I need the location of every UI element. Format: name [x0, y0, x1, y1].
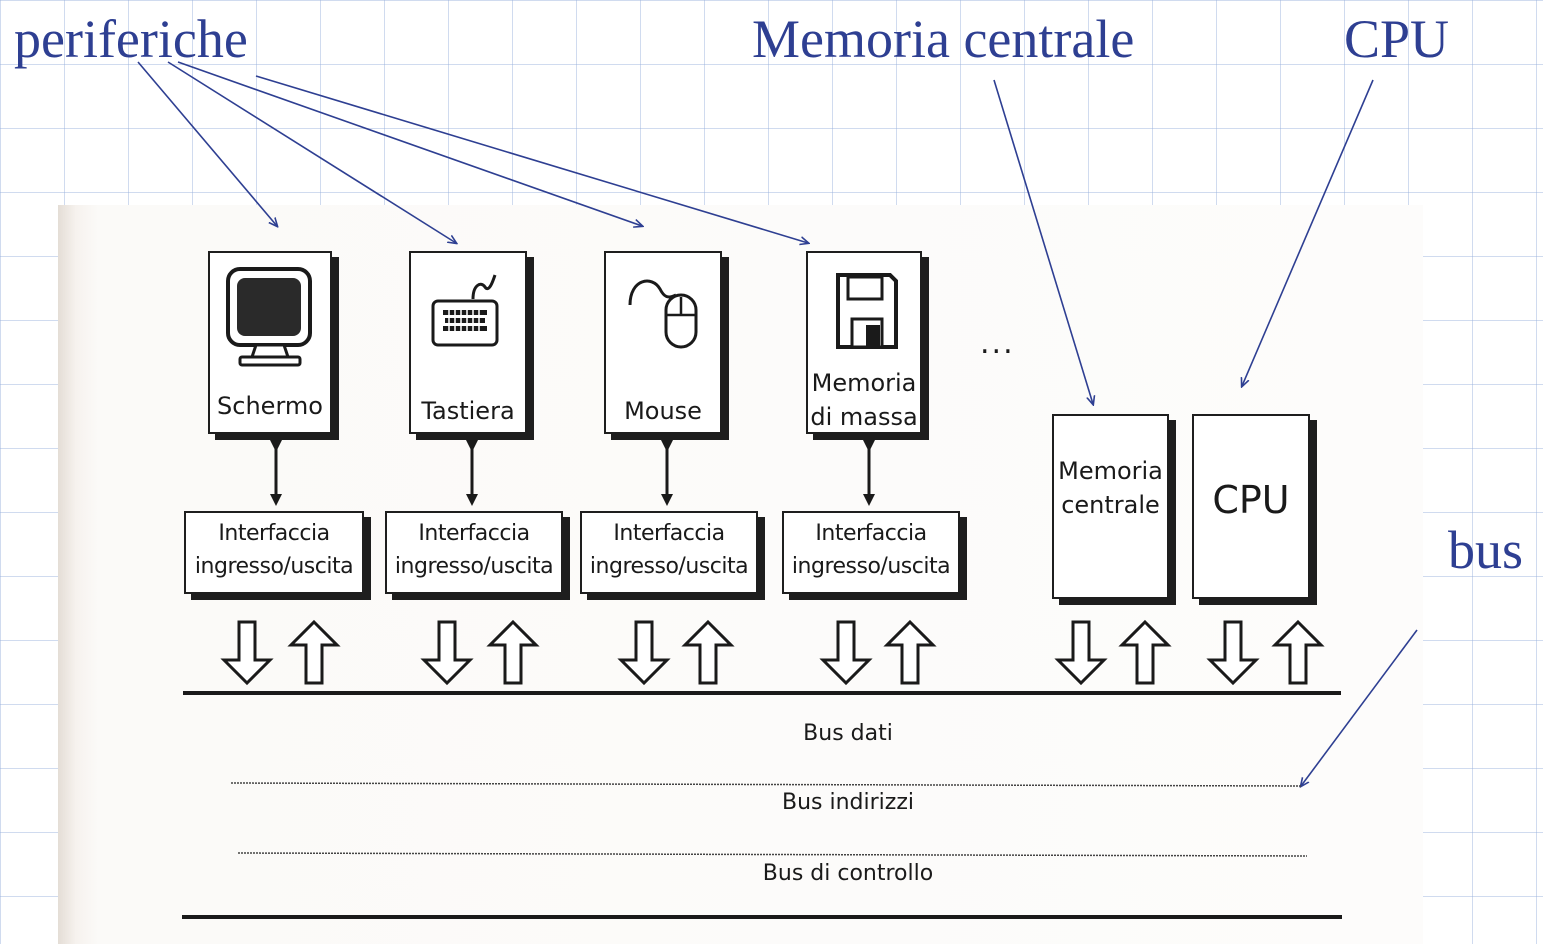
block-arrow-up-cpu: [1271, 619, 1325, 685]
block-arrow-down-memoria-di-massa: [819, 620, 873, 686]
memory-label-line-1: Memoria: [1058, 457, 1163, 485]
pointer-tastiera: [167, 61, 456, 243]
interface-label: Interfaccia ingresso/uscita: [186, 517, 362, 583]
interface-label-line-1: Interfaccia: [418, 521, 530, 546]
device-label-memoria-di-massa: Memoria di massa: [808, 366, 920, 434]
memory-box-label: Memoria centrale: [1054, 454, 1167, 522]
bus-label-indirizzi: Bus indirizzi: [782, 790, 914, 815]
memory-label-line-2: centrale: [1061, 491, 1160, 519]
pointer-mouse: [177, 61, 642, 226]
interface-box-tastiera: Interfaccia ingresso/uscita: [385, 511, 563, 594]
interface-label-line-1: Interfaccia: [815, 521, 927, 546]
pointer-memoria-centrale: [993, 79, 1093, 404]
block-arrow-down-memoria-centrale: [1054, 620, 1108, 686]
bus-label-dati: Bus dati: [803, 721, 893, 746]
interface-label: Interfaccia ingresso/uscita: [784, 517, 958, 583]
device-box-mouse: Mouse: [604, 251, 722, 434]
interface-label-line-2: ingresso/uscita: [589, 554, 749, 579]
cpu-box: CPU: [1192, 414, 1310, 599]
pointer-schermo: [137, 61, 277, 226]
block-arrow-down-tastiera: [420, 620, 474, 686]
interface-label: Interfaccia ingresso/uscita: [582, 517, 756, 583]
block-arrow-down-cpu: [1206, 620, 1260, 686]
interface-box-memoria-di-massa: Interfaccia ingresso/uscita: [782, 511, 960, 594]
bus-separator-2: [237, 852, 1308, 857]
interface-label-line-2: ingresso/uscita: [791, 554, 951, 579]
device-label-schermo: Schermo: [217, 392, 323, 420]
device-label-mouse: Mouse: [624, 397, 702, 425]
device-box-tastiera: Tastiera: [409, 251, 527, 434]
device-box-schermo: Schermo: [208, 251, 332, 434]
pointer-bus: [1301, 629, 1418, 786]
pointer-cpu: [1242, 79, 1374, 386]
interface-label-line-2: ingresso/uscita: [194, 554, 354, 579]
interface-label: Interfaccia ingresso/uscita: [387, 517, 561, 583]
annotation-cpu: CPU: [1344, 9, 1450, 69]
pointer-memoria-di-massa: [255, 75, 808, 243]
interface-label-line-1: Interfaccia: [613, 521, 725, 546]
block-arrows: [220, 619, 1325, 686]
interface-box-schermo: Interfaccia ingresso/uscita: [184, 511, 364, 594]
interface-box-mouse: Interfaccia ingresso/uscita: [580, 511, 758, 594]
device-label-line-2: di massa: [810, 403, 918, 431]
block-arrow-up-memoria-centrale: [1118, 619, 1172, 685]
block-arrow-down-mouse: [617, 620, 671, 686]
annotation-bus: bus: [1448, 520, 1524, 580]
monitor-icon: [226, 267, 312, 367]
ellipsis: ...: [980, 326, 1015, 361]
device-box-memoria-di-massa: Memoria di massa: [806, 251, 922, 434]
mouse-icon: [628, 279, 698, 349]
block-arrow-up-tastiera: [486, 619, 540, 685]
cpu-box-label: CPU: [1212, 478, 1290, 522]
block-arrow-up-memoria-di-massa: [883, 619, 937, 685]
memory-box: Memoria centrale: [1052, 414, 1169, 599]
keyboard-icon: [431, 274, 499, 347]
floppy-disk-icon: [836, 273, 898, 349]
device-label-line-1: Memoria: [811, 369, 917, 397]
block-arrow-up-mouse: [681, 619, 735, 685]
bus-label-controllo: Bus di controllo: [762, 861, 934, 886]
interface-label-line-2: ingresso/uscita: [394, 554, 554, 579]
interface-label-line-1: Interfaccia: [218, 521, 330, 546]
block-arrow-down-schermo: [220, 620, 274, 686]
bus-separator-1: [230, 782, 1302, 787]
annotation-memoria-centrale: Memoria centrale: [752, 9, 1135, 69]
annotation-periferiche: periferiche: [14, 9, 248, 69]
device-label-tastiera: Tastiera: [421, 397, 515, 425]
block-arrow-up-schermo: [287, 619, 341, 685]
